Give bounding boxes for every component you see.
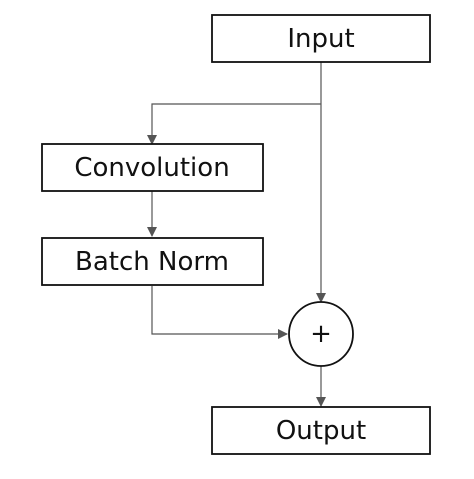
output-node: Output <box>211 406 431 455</box>
batch-norm-box <box>41 237 264 286</box>
output-box <box>211 406 431 455</box>
connectors <box>147 62 326 407</box>
convolution-label: Convolution <box>74 153 229 183</box>
input-label: Input <box>287 24 354 54</box>
input-box <box>211 14 431 63</box>
add-circle <box>288 301 354 367</box>
batch-norm-node: Batch Norm <box>41 237 264 286</box>
add-node: + <box>288 301 354 367</box>
arrow-batchnorm-to-add <box>151 286 288 339</box>
batch-norm-label: Batch Norm <box>75 247 229 277</box>
arrow-input-to-convolution <box>147 103 321 145</box>
add-symbol: + <box>310 319 332 349</box>
convolution-box <box>41 143 264 192</box>
convolution-node: Convolution <box>41 143 264 192</box>
output-label: Output <box>276 416 366 446</box>
input-node: Input <box>211 14 431 63</box>
